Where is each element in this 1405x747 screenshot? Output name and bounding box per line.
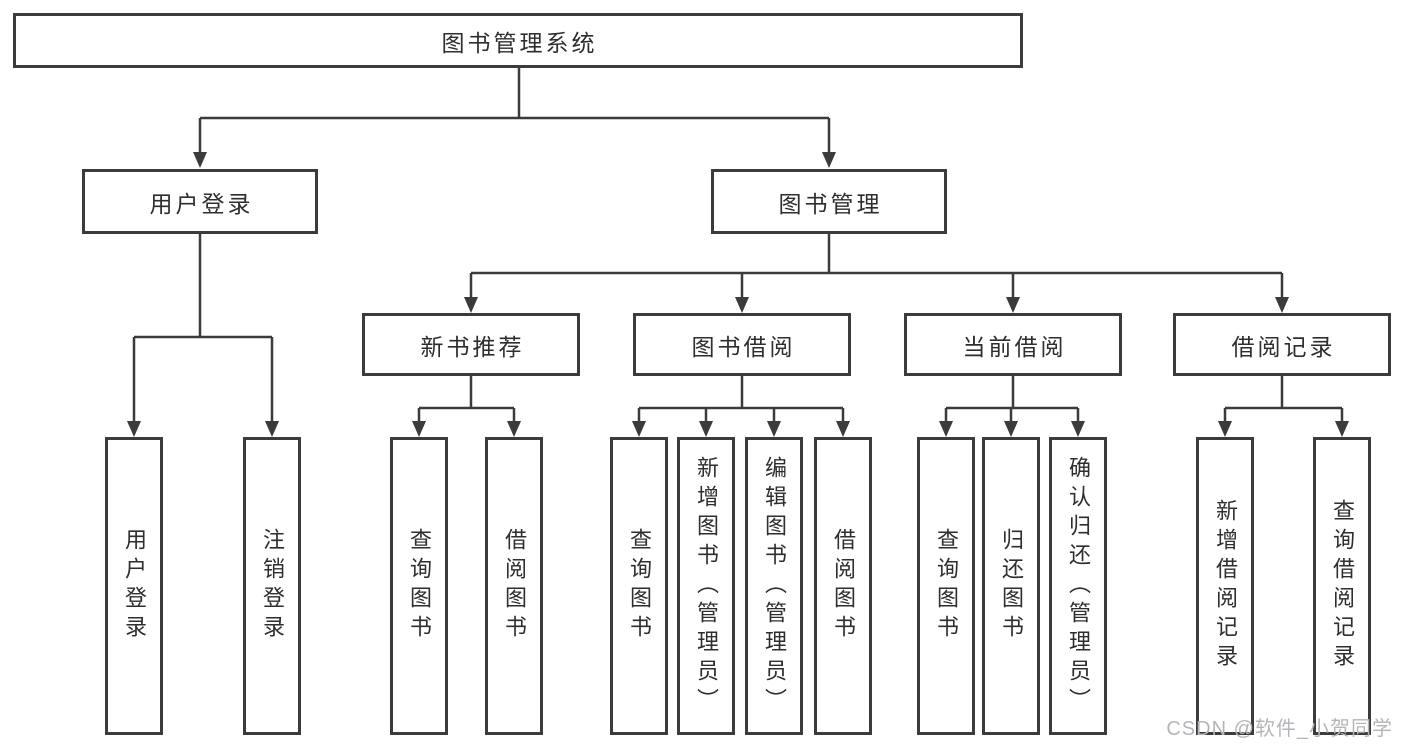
connector-line: [132, 234, 274, 423]
connector-line: [637, 376, 845, 423]
arrowhead: [699, 421, 713, 437]
leaf-edit-books-admin: 编辑图书（管理员）: [745, 437, 803, 735]
node-label: 用户登录: [149, 190, 254, 217]
arrowhead: [1218, 421, 1232, 437]
leaf-confirm-return-admin: 确认归还（管理员）: [1049, 437, 1107, 735]
leaf-user-login: 用户登录: [105, 437, 163, 735]
node-library-system: 图书管理系统: [13, 13, 1023, 68]
connector-line: [1223, 376, 1344, 423]
leaf-label: 新增图书（管理员）: [694, 455, 719, 717]
leaf-borrow-books: 借阅图书: [814, 437, 872, 735]
connector-borrow-record-children: [1218, 376, 1349, 437]
node-new-book-recommend: 新书推荐: [362, 313, 580, 376]
leaf-borrow-books: 借阅图书: [485, 437, 543, 735]
leaf-return-books: 归还图书: [982, 437, 1040, 735]
arrowhead: [127, 421, 141, 437]
connector-line: [198, 68, 831, 154]
arrowhead: [836, 421, 850, 437]
arrowhead: [939, 421, 953, 437]
leaf-search-borrow-record: 查询借阅记录: [1313, 437, 1371, 735]
node-current-borrowing: 当前借阅: [904, 313, 1122, 376]
arrowhead: [1071, 421, 1085, 437]
arrowhead: [464, 297, 478, 313]
leaf-label: 查询图书: [407, 528, 432, 644]
node-book-borrowing: 图书借阅: [633, 313, 851, 376]
node-borrowing-records: 借阅记录: [1173, 313, 1391, 376]
connector-current-borrow-children: [939, 376, 1085, 437]
connector-line: [944, 376, 1080, 423]
leaf-label: 确认归还（管理员）: [1066, 455, 1091, 717]
node-user-login: 用户登录: [82, 169, 318, 234]
arrowhead: [735, 297, 749, 313]
leaf-label: 查询图书: [627, 528, 652, 644]
arrowhead: [507, 421, 521, 437]
leaf-label: 用户登录: [122, 528, 147, 644]
leaf-label: 查询图书: [934, 528, 959, 644]
leaf-logout: 注销登录: [243, 437, 301, 735]
leaf-search-books: 查询图书: [917, 437, 975, 735]
connector-book-management-children: [464, 234, 1289, 313]
leaf-label: 注销登录: [260, 528, 285, 644]
leaf-label: 查询借阅记录: [1330, 499, 1355, 673]
connector-line: [469, 234, 1284, 299]
connector-new-book-children: [412, 376, 521, 437]
arrowhead: [193, 152, 207, 168]
arrowhead: [1004, 421, 1018, 437]
arrowhead: [265, 421, 279, 437]
node-book-management: 图书管理: [711, 169, 947, 234]
node-label: 图书借阅: [691, 333, 796, 360]
node-label: 图书管理: [778, 190, 883, 217]
leaf-label: 借阅图书: [502, 528, 527, 644]
node-label: 新书推荐: [420, 333, 525, 360]
node-label: 借阅记录: [1231, 333, 1336, 360]
arrowhead: [1335, 421, 1349, 437]
arrowhead: [1006, 297, 1020, 313]
leaf-search-books: 查询图书: [390, 437, 448, 735]
leaf-add-borrow-record: 新增借阅记录: [1196, 437, 1254, 735]
connector-user-login-children: [127, 234, 279, 437]
connector-book-borrow-children: [632, 376, 850, 437]
leaf-label: 借阅图书: [831, 528, 856, 644]
node-label: 图书管理系统: [441, 29, 598, 56]
connector-line: [417, 376, 516, 423]
leaf-add-books-admin: 新增图书（管理员）: [677, 437, 735, 735]
leaf-label: 编辑图书（管理员）: [762, 455, 787, 717]
csdn-watermark: CSDN @软件_小贺同学: [1166, 718, 1393, 740]
node-label: 当前借阅: [962, 333, 1067, 360]
leaf-label: 归还图书: [999, 528, 1024, 644]
arrowhead: [412, 421, 426, 437]
arrowhead: [767, 421, 781, 437]
arrowhead: [632, 421, 646, 437]
leaf-label: 新增借阅记录: [1213, 499, 1238, 673]
leaf-search-books: 查询图书: [610, 437, 668, 735]
connector-root-to-level2: [193, 68, 836, 168]
arrowhead: [1275, 297, 1289, 313]
arrowhead: [822, 152, 836, 168]
